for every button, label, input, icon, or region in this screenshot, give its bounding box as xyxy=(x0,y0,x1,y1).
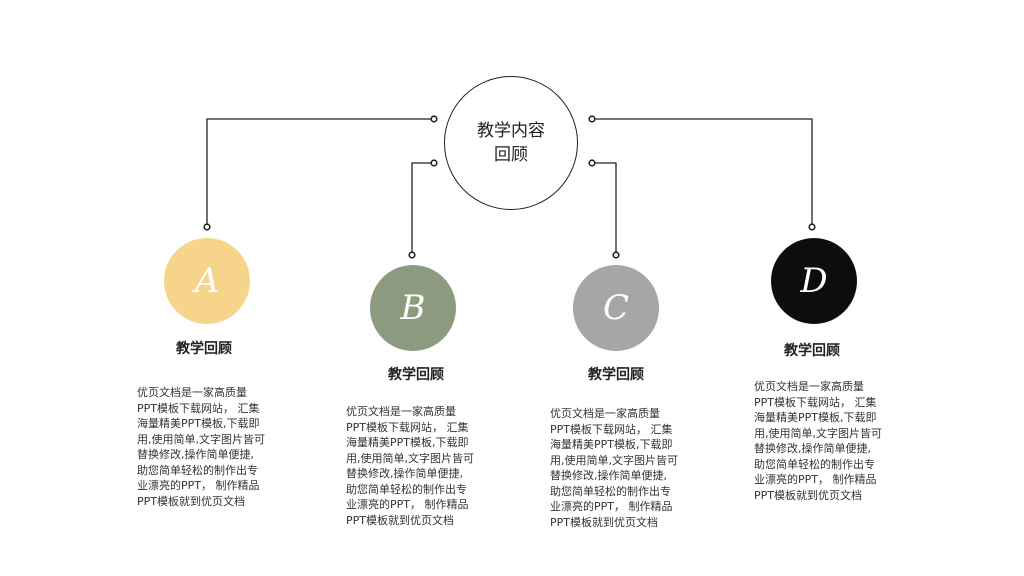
connector-dot xyxy=(203,223,211,231)
node-c-description: 优页文档是一家高质量 PPT模板下载网站， 汇集 海量精美PPT模板,下载即 用… xyxy=(550,407,678,529)
node-a-description: 优页文档是一家高质量 PPT模板下载网站， 汇集 海量精美PPT模板,下载即 用… xyxy=(137,386,265,508)
connector-a xyxy=(206,118,434,227)
node-a-letter: A xyxy=(194,261,220,301)
node-d-description: 优页文档是一家高质量 PPT模板下载网站， 汇集 海量精美PPT模板,下载即 用… xyxy=(754,380,882,502)
center-topic-line2: 回顾 xyxy=(494,145,528,165)
node-b-description: 优页文档是一家高质量 PPT模板下载网站， 汇集 海量精美PPT模板,下载即 用… xyxy=(346,405,474,527)
connector-dot xyxy=(430,159,438,167)
node-c-circle: C xyxy=(573,265,659,351)
node-c-letter: C xyxy=(602,288,629,328)
connector-dot xyxy=(408,251,416,259)
node-b-letter: B xyxy=(400,288,426,328)
connector-dot xyxy=(588,115,596,123)
node-d-circle: D xyxy=(771,238,857,324)
connector-dot xyxy=(588,159,596,167)
connector-c xyxy=(592,162,617,255)
connector-d xyxy=(592,118,813,227)
center-topic-circle: 教学内容 回顾 xyxy=(444,76,578,210)
node-a-title: 教学回顾 xyxy=(176,341,232,357)
node-c-title: 教学回顾 xyxy=(588,367,644,383)
node-d-title: 教学回顾 xyxy=(784,343,840,359)
connector-dot xyxy=(430,115,438,123)
connector-b xyxy=(411,162,434,255)
connector-dot xyxy=(808,223,816,231)
center-topic-line1: 教学内容 xyxy=(477,121,545,141)
connector-dot xyxy=(612,251,620,259)
node-b-title: 教学回顾 xyxy=(388,367,444,383)
node-a-circle: A xyxy=(164,238,250,324)
node-d-letter: D xyxy=(800,261,828,301)
node-b-circle: B xyxy=(370,265,456,351)
